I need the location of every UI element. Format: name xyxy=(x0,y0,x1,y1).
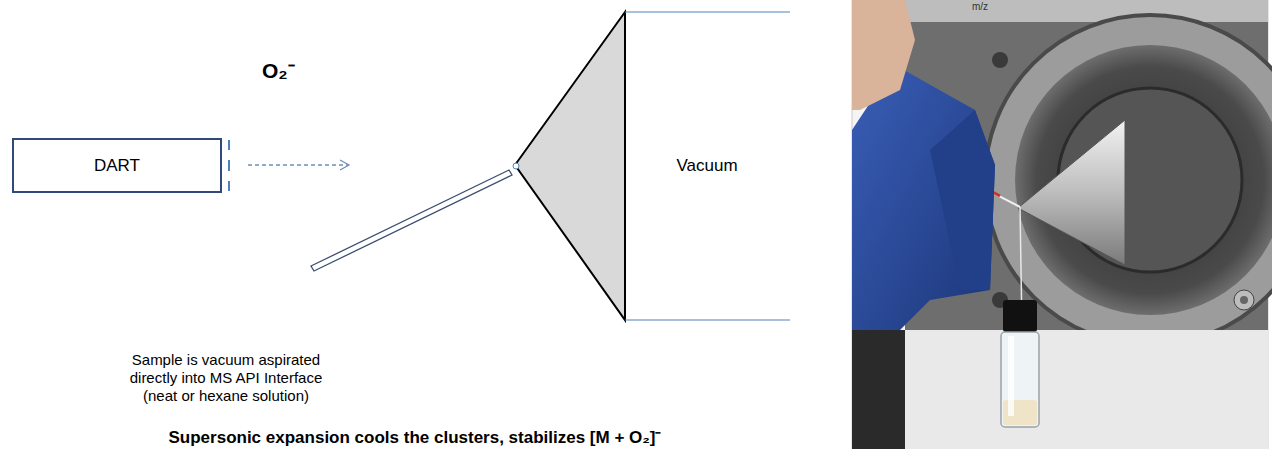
box-label: DART xyxy=(94,156,140,176)
axis-label: m/z xyxy=(972,1,988,12)
sample-note: Sample is vacuum aspirated directly into… xyxy=(112,351,340,405)
instrument-photo xyxy=(852,0,1272,449)
inlet-cone xyxy=(515,12,625,320)
vacuum-wall xyxy=(625,319,790,320)
ion-label: O₂⁻ xyxy=(262,56,295,84)
ion-flow-arrow xyxy=(248,160,349,170)
region-label: Vacuum xyxy=(676,156,737,176)
caption-note: Supersonic expansion cools the clusters,… xyxy=(169,425,662,448)
outlet-dashes xyxy=(228,140,230,191)
process-box: DART xyxy=(12,138,222,193)
vacuum-wall xyxy=(625,11,790,12)
capillary-tube xyxy=(311,170,512,271)
